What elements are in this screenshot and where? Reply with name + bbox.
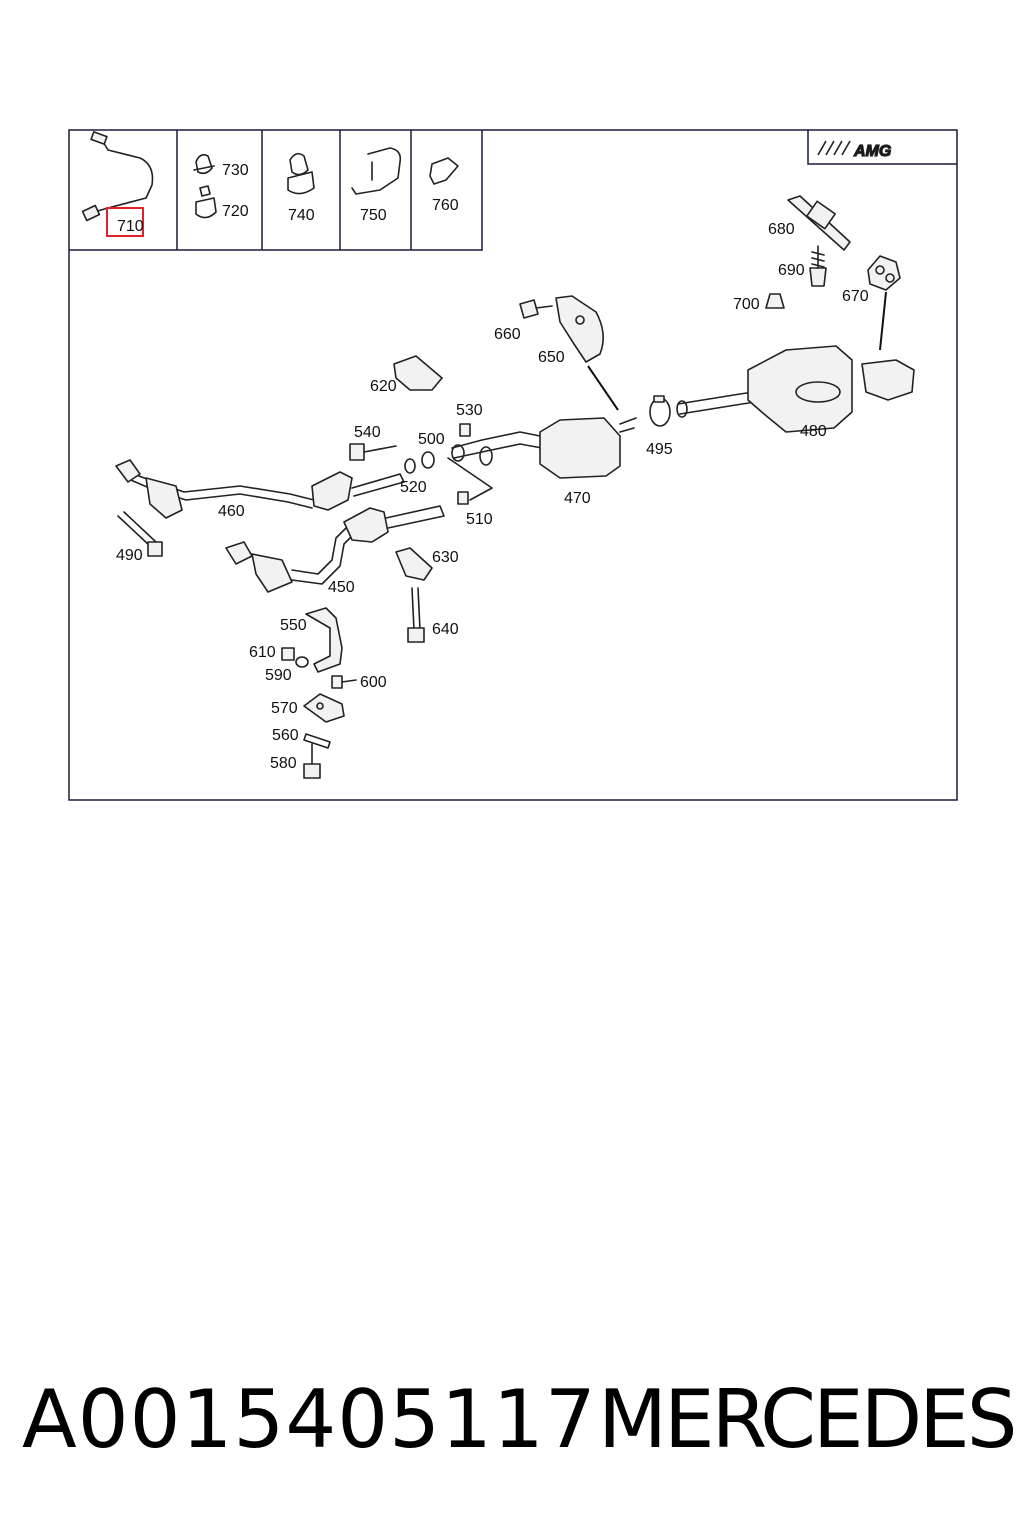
bolt-part-490 [117, 511, 163, 557]
leader-line [447, 457, 493, 501]
bracket-part-630 [395, 547, 433, 581]
callout-760: 760 [432, 197, 459, 214]
clamp-part-495 [649, 395, 671, 427]
callout-640: 640 [432, 621, 459, 638]
callout-560: 560 [272, 727, 299, 744]
leader-arrow [879, 291, 887, 351]
screw-part-580 [303, 743, 321, 779]
rubber-mount-part-670 [867, 255, 901, 291]
part-number: A0015405117 [22, 1373, 597, 1466]
leader-arrow [587, 365, 619, 411]
callout-580: 580 [270, 755, 297, 772]
callout-690: 690 [778, 262, 805, 279]
bracket-part-750 [351, 147, 402, 195]
bracket-part-620 [393, 355, 443, 391]
callout-500: 500 [418, 431, 445, 448]
callout-600: 600 [360, 674, 387, 691]
bolt-part-540 [349, 443, 397, 461]
exhaust-system-diagram: AMG 710 730 720 740 750 760 680 [68, 129, 958, 801]
callout-520: 520 [400, 479, 427, 496]
callout-490: 490 [116, 547, 143, 564]
callout-510: 510 [466, 511, 493, 528]
clamp-part-740 [287, 152, 315, 195]
front-pipe-part-460 [115, 459, 405, 519]
bracket-part-550 [305, 607, 343, 673]
nut-part-610 [281, 647, 295, 661]
clip-part-760 [429, 157, 459, 185]
nut-part-530 [459, 423, 471, 437]
front-pipe-part-450 [225, 505, 445, 593]
callout-550: 550 [280, 617, 307, 634]
brand-name: MERCEDES [598, 1373, 1018, 1466]
callout-540: 540 [354, 424, 381, 441]
callout-730: 730 [222, 162, 249, 179]
strap-part-560 [303, 733, 331, 749]
callout-660: 660 [494, 326, 521, 343]
callout-630: 630 [432, 549, 459, 566]
callout-610: 610 [249, 644, 276, 661]
center-muffler-part-470 [451, 417, 637, 479]
callout-670: 670 [842, 288, 869, 305]
svg-text:AMG: AMG [853, 143, 891, 160]
callout-530: 530 [456, 402, 483, 419]
diagram-frame [68, 129, 958, 801]
callout-450: 450 [328, 579, 355, 596]
gasket-part-500 [421, 451, 435, 469]
screw-part-690 [809, 245, 827, 287]
callout-590: 590 [265, 667, 292, 684]
callout-495: 495 [646, 441, 673, 458]
mount-part-570 [303, 693, 345, 723]
nut-part-510 [457, 491, 469, 505]
callout-480: 480 [800, 423, 827, 440]
rear-muffler-part-480 [676, 345, 915, 433]
hanger-part-650 [555, 295, 604, 363]
ring-part-520 [404, 458, 416, 474]
callout-720: 720 [222, 203, 249, 220]
bolt-part-660 [519, 299, 553, 319]
callout-680: 680 [768, 221, 795, 238]
callout-470: 470 [564, 490, 591, 507]
clip-part-720 [195, 185, 217, 219]
callout-700: 700 [733, 296, 760, 313]
callout-750: 750 [360, 207, 387, 224]
callout-740: 740 [288, 207, 315, 224]
callout-650: 650 [538, 349, 565, 366]
callout-570: 570 [271, 700, 298, 717]
callout-460: 460 [218, 503, 245, 520]
highlight-box-710 [106, 207, 144, 237]
bolt-part-600 [331, 675, 357, 689]
valve-part-680 [787, 195, 851, 251]
amg-logo: AMG [807, 130, 957, 165]
bolt-part-640 [407, 587, 425, 643]
callout-710: 710 [117, 218, 144, 235]
callout-620: 620 [370, 378, 397, 395]
inset-boxes-frame [69, 130, 483, 251]
oxygen-sensor-part [81, 131, 154, 222]
product-footer: A0015405117 MERCEDES [0, 1370, 1024, 1480]
clip-part-730 [193, 154, 215, 175]
rubber-nut-part-700 [765, 293, 785, 309]
washer-part-590 [295, 656, 309, 668]
